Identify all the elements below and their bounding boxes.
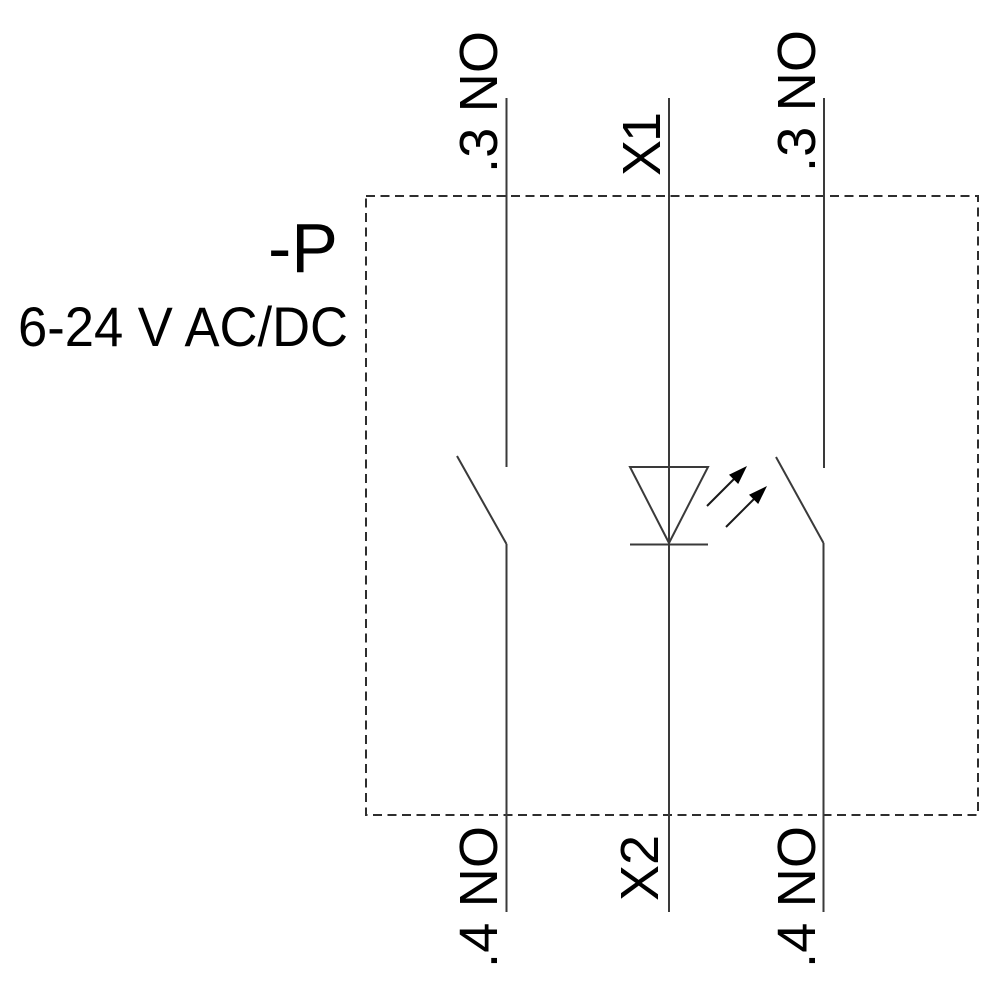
terminal-label-contact2-top: .3 NO: [767, 30, 827, 172]
lamp-branch: [628, 98, 767, 912]
component-designation-label: -P: [268, 209, 338, 287]
no-contact-1-symbol: [456, 98, 508, 912]
contact1-switch-blade: [456, 455, 508, 545]
led-light-arrow-1-icon: [706, 466, 747, 507]
component-enclosure-box: [365, 195, 979, 816]
terminal-label-contact2-bottom: .4 NO: [767, 826, 827, 968]
contact2-switch-blade: [775, 456, 825, 544]
voltage-rating-label: 6-24 V AC/DC: [18, 295, 348, 358]
no-contact-2-symbol: [775, 98, 825, 912]
terminal-label-contact1-bottom: .4 NO: [449, 826, 509, 968]
terminal-label-contact1-top: .3 NO: [449, 31, 509, 173]
led-symbol: [628, 466, 767, 546]
led-triangle-icon: [628, 466, 710, 546]
led-light-arrow-2-icon: [725, 486, 767, 528]
terminal-label-lamp-top: X1: [612, 112, 672, 176]
terminal-label-lamp-bottom: X2: [610, 835, 670, 901]
